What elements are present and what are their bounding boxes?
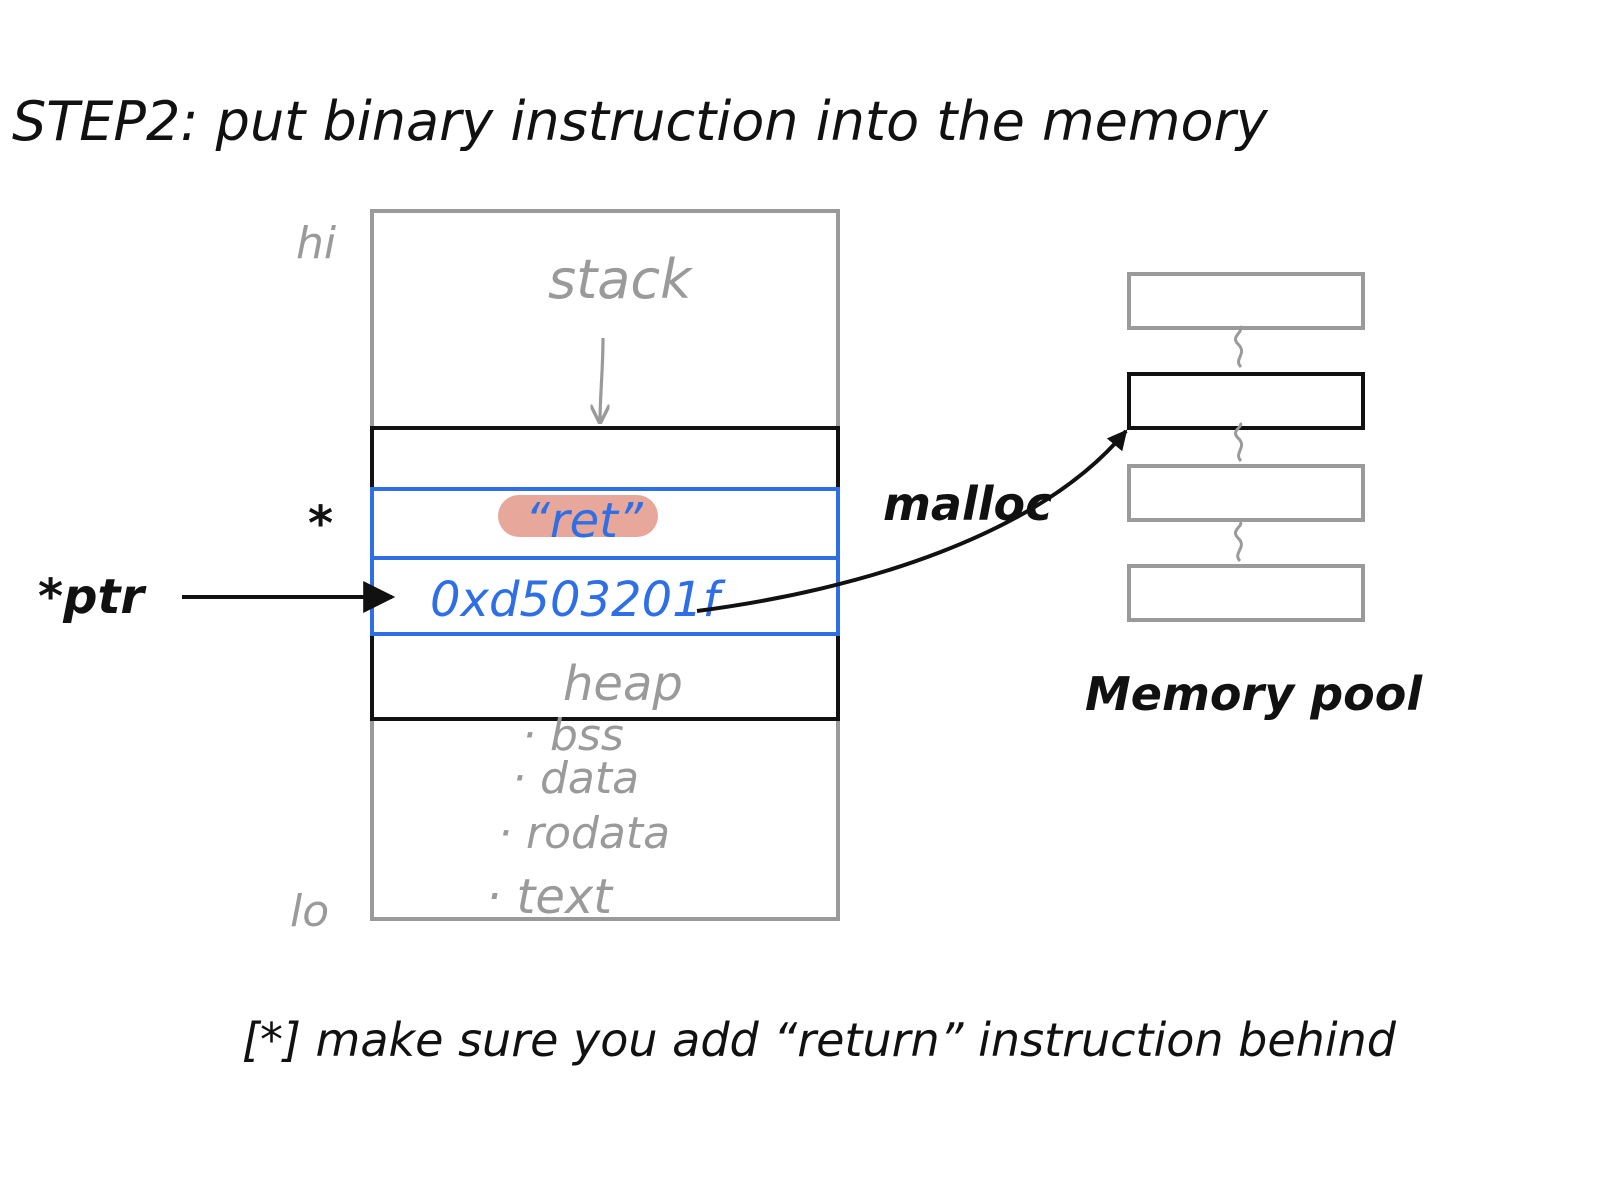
memory-pool-link-3: [1234, 520, 1243, 563]
page-title: STEP2: put binary instruction into the m…: [12, 90, 1269, 153]
malloc-label: malloc: [883, 477, 1052, 531]
memory-pool-link-2: [1234, 421, 1244, 463]
stack-label: stack: [548, 248, 694, 311]
address-value: 0xd503201f: [430, 572, 726, 628]
memory-pool-label: Memory pool: [1085, 667, 1423, 721]
bottom-note: [*] make sure you add “return” instructi…: [242, 1013, 1397, 1067]
memory-pool-link-1: [1234, 325, 1244, 369]
data-label: · data: [512, 753, 639, 804]
allocated-block: [370, 487, 840, 636]
bss-label: · bss: [522, 710, 624, 761]
memory-pool-block-3: [1127, 464, 1365, 522]
malloc-arrow: [696, 429, 1128, 613]
memory-pool-block-2: [1127, 372, 1365, 430]
memory-pool-block-1: [1127, 272, 1365, 330]
text-label: · text: [486, 869, 614, 925]
heap-label: heap: [563, 656, 683, 712]
lo-label: lo: [290, 886, 329, 937]
rodata-label: · rodata: [498, 808, 670, 859]
ptr-label: *ptr: [38, 569, 147, 625]
ret-label: “ret”: [525, 493, 644, 549]
star-marker: *: [308, 496, 333, 552]
ret-highlight: [498, 495, 658, 537]
hi-label: hi: [296, 218, 337, 269]
stack-growth-arrow: [600, 337, 603, 422]
memory-pool-block-4: [1127, 564, 1365, 622]
